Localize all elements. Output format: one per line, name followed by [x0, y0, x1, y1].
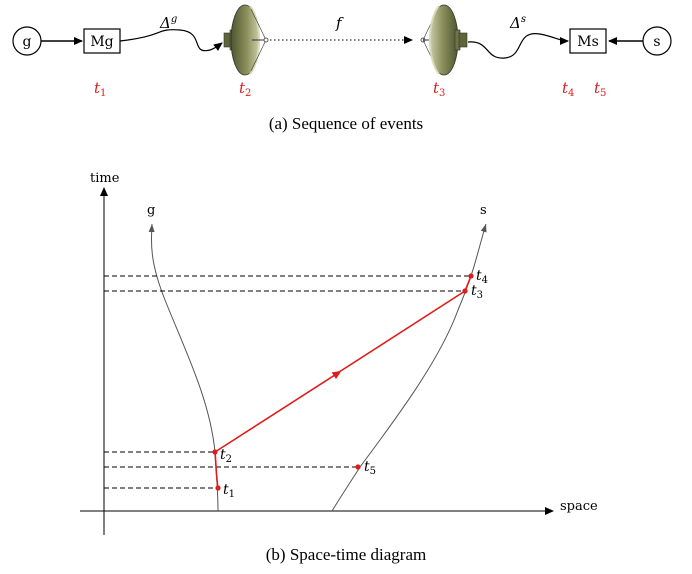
sat-box [569, 28, 607, 54]
event-point-t3 [462, 288, 468, 294]
spacetime-diagram: time space g s t1 t2 [80, 171, 598, 535]
satellite-antenna-icon [420, 4, 468, 76]
space-axis-label: space [560, 499, 598, 514]
sat-box-label: Ms [577, 34, 599, 50]
event-label-t4: t4 [476, 268, 488, 286]
time-label-t1: t1 [94, 79, 106, 99]
event-point-t4 [468, 273, 474, 279]
signal-arrow [214, 370, 342, 453]
ground-node-label: g [23, 34, 32, 50]
caption-b: (b) Space-time diagram [265, 545, 427, 564]
ground-worldline [148, 223, 219, 512]
event-point-t1 [215, 485, 221, 491]
time-label-t4: t4 [562, 79, 574, 99]
ground-box [83, 28, 121, 54]
event-label-t5: t5 [364, 459, 376, 477]
time-axis-label: time [90, 171, 120, 186]
sat-node-label: s [653, 34, 660, 50]
ground-antenna-icon [223, 4, 269, 76]
ground-worldline-label: g [147, 203, 155, 218]
event-point-t5 [355, 464, 361, 470]
link-f-label: f [335, 14, 344, 32]
event-label-t3: t3 [471, 283, 483, 301]
sat-worldline [331, 223, 487, 512]
time-label-t3: t3 [433, 79, 445, 99]
ground-box-label: Mg [90, 34, 113, 50]
caption-a: (a) Sequence of events [268, 114, 424, 133]
delay-g-arrow [119, 29, 223, 52]
delay-s-arrow [467, 33, 569, 59]
event-label-t2: t2 [220, 447, 232, 465]
time-label-t2: t2 [239, 79, 251, 99]
event-label-t1: t1 [223, 482, 235, 500]
sequence-diagram: g Mg Δg f [12, 4, 672, 99]
delay-g-label: Δg [159, 14, 177, 32]
signal-line [335, 290, 466, 375]
event-path-t1-t2 [214, 451, 219, 489]
event-point-t2 [212, 449, 218, 455]
sat-node [642, 26, 672, 56]
time-label-t5: t5 [594, 79, 606, 99]
delay-s-label: Δs [509, 14, 526, 32]
sat-worldline-label: s [480, 203, 487, 218]
event-path-t3-t4 [464, 275, 472, 292]
